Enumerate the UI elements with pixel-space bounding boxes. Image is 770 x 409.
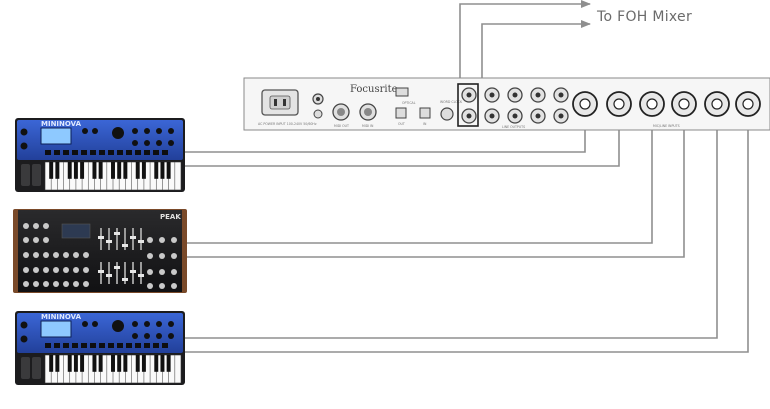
keys-1 xyxy=(49,162,176,190)
black-key[interactable] xyxy=(160,355,165,372)
optical-label: OPTICAL xyxy=(402,101,416,105)
synth-3-label: MININOVA xyxy=(41,313,82,321)
synth-mininova-2: MININOVA xyxy=(15,311,185,385)
black-key[interactable] xyxy=(92,355,97,372)
foh-label: To FOH Mixer xyxy=(596,9,692,25)
cables xyxy=(185,0,749,353)
black-key[interactable] xyxy=(80,162,85,179)
brand-logo: Focusrite xyxy=(350,84,398,95)
cable-synth2-a xyxy=(185,112,653,244)
black-key[interactable] xyxy=(111,355,115,372)
optical-out-port[interactable] xyxy=(395,107,407,119)
black-key[interactable] xyxy=(117,355,122,372)
optical-out-label: OUT xyxy=(398,122,405,126)
black-key[interactable] xyxy=(123,355,128,372)
black-key[interactable] xyxy=(160,162,165,179)
audio-interface: AC POWER INPUT 100-240V 50/60Hz MIDI OUT… xyxy=(243,77,770,131)
midi-in-label: MIDI IN xyxy=(362,124,374,128)
line-outputs-label: LINE OUTPUTS xyxy=(502,125,525,129)
cable-synth3-b xyxy=(185,112,749,353)
midi-out-label: MIDI OUT xyxy=(334,124,349,128)
synth-1-label: MININOVA xyxy=(41,120,82,128)
mic-inputs xyxy=(572,91,761,117)
cable-foh-left xyxy=(459,0,591,94)
black-key[interactable] xyxy=(49,162,54,179)
black-key[interactable] xyxy=(73,162,78,179)
black-key[interactable] xyxy=(55,162,60,179)
cable-synth2-b xyxy=(185,112,685,258)
optical-in-port[interactable] xyxy=(419,107,431,119)
black-key[interactable] xyxy=(166,162,171,179)
black-key[interactable] xyxy=(73,355,78,372)
black-key[interactable] xyxy=(141,162,146,179)
black-key[interactable] xyxy=(92,162,97,179)
cable-synth3-a xyxy=(185,112,718,339)
word-clock-port[interactable] xyxy=(440,107,454,121)
synth-mininova-1: MININOVA xyxy=(15,118,185,192)
black-key[interactable] xyxy=(166,355,171,372)
word-clock-label: WORD CLOCK xyxy=(440,100,463,104)
mic-inputs-label: MIC/LINE INPUTS xyxy=(653,124,680,128)
black-key[interactable] xyxy=(154,355,159,372)
synth-peak: PEAK xyxy=(13,209,187,293)
black-key[interactable] xyxy=(135,162,140,179)
black-key[interactable] xyxy=(67,162,72,179)
black-key[interactable] xyxy=(67,355,72,372)
spdif-jack[interactable] xyxy=(313,109,323,119)
black-key[interactable] xyxy=(111,162,115,179)
black-key[interactable] xyxy=(55,355,60,372)
black-key[interactable] xyxy=(49,355,54,372)
black-key[interactable] xyxy=(98,355,103,372)
optical-in-label: IN xyxy=(423,122,427,126)
black-key[interactable] xyxy=(117,162,122,179)
line-outputs xyxy=(461,87,569,124)
power-label: AC POWER INPUT 100-240V 50/60Hz xyxy=(258,122,317,126)
black-key[interactable] xyxy=(123,162,128,179)
usb-port[interactable] xyxy=(395,87,409,97)
black-key[interactable] xyxy=(154,162,159,179)
black-key[interactable] xyxy=(80,355,85,372)
black-key[interactable] xyxy=(98,162,103,179)
cable-foh-right xyxy=(481,20,591,94)
keys-2 xyxy=(49,355,176,383)
black-key[interactable] xyxy=(141,355,146,372)
synth-2-label: PEAK xyxy=(160,213,181,221)
black-key[interactable] xyxy=(135,355,140,372)
